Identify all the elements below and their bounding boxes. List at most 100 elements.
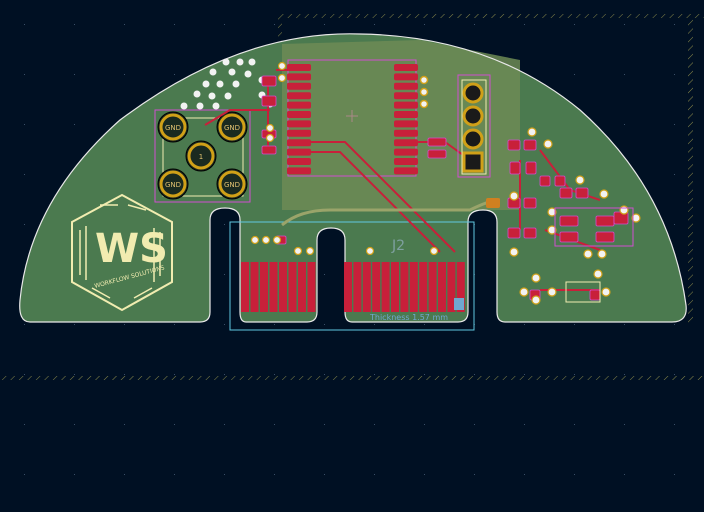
module-pad[interactable] xyxy=(287,158,311,165)
module-pads-left[interactable] xyxy=(287,64,311,175)
edge-finger[interactable] xyxy=(372,262,381,312)
via xyxy=(547,225,557,235)
edge-finger[interactable] xyxy=(260,262,268,312)
via xyxy=(543,139,553,149)
pad-module-silk xyxy=(162,117,244,197)
smd-pad[interactable] xyxy=(261,75,277,87)
smd-pad[interactable] xyxy=(589,289,601,301)
via xyxy=(196,102,204,110)
via xyxy=(519,287,529,297)
module-pad[interactable] xyxy=(287,73,311,81)
via xyxy=(531,273,541,283)
smd-components-right[interactable] xyxy=(486,127,641,305)
smd-pad[interactable] xyxy=(559,187,573,199)
edge-finger[interactable] xyxy=(456,262,465,312)
module-pad[interactable] xyxy=(394,120,418,128)
module-pad[interactable] xyxy=(394,129,418,137)
header-pin[interactable] xyxy=(462,128,484,150)
smd-pad[interactable] xyxy=(559,215,579,227)
gnd-pad[interactable]: GND xyxy=(216,111,248,143)
via xyxy=(277,61,287,71)
smd-pad[interactable] xyxy=(261,145,277,155)
edge-finger[interactable] xyxy=(391,262,399,312)
smd-pad[interactable] xyxy=(261,95,277,107)
module-pad[interactable] xyxy=(394,92,418,100)
module-pad[interactable] xyxy=(287,82,311,90)
smd-pad[interactable] xyxy=(427,149,447,159)
connector-j2-pads[interactable] xyxy=(241,262,465,312)
module-pad[interactable] xyxy=(394,101,418,109)
smd-pad[interactable] xyxy=(595,215,615,227)
module-pad[interactable] xyxy=(287,92,311,100)
via xyxy=(277,73,287,83)
gnd-pad[interactable]: GND xyxy=(157,111,189,143)
module-pad[interactable] xyxy=(394,111,418,118)
smd-pad[interactable] xyxy=(486,198,500,208)
smd-components-left[interactable] xyxy=(250,61,447,256)
edge-finger[interactable] xyxy=(288,262,297,312)
header-silk xyxy=(461,79,487,175)
edge-finger[interactable] xyxy=(409,262,418,312)
via xyxy=(202,80,210,88)
edge-finger[interactable] xyxy=(353,262,362,312)
module-pad[interactable] xyxy=(394,64,418,71)
smd-pad[interactable] xyxy=(575,187,589,199)
edge-finger[interactable] xyxy=(307,262,316,312)
smd-pad[interactable] xyxy=(507,227,521,239)
edge-finger[interactable] xyxy=(241,262,249,312)
smd-pad[interactable] xyxy=(539,175,551,187)
header-pin[interactable] xyxy=(462,82,484,104)
smd-pad[interactable] xyxy=(523,197,537,209)
module-pad[interactable] xyxy=(394,82,418,90)
thickness-label: Thickness 1.57 mm xyxy=(369,313,448,322)
gnd-pad[interactable]: 1 xyxy=(185,140,217,172)
edge-finger[interactable] xyxy=(428,262,437,312)
module-pad[interactable] xyxy=(394,73,418,81)
edge-finger[interactable] xyxy=(344,262,352,312)
via xyxy=(593,269,603,279)
module-pad[interactable] xyxy=(287,167,311,175)
module-pad[interactable] xyxy=(394,158,418,165)
smd-pad[interactable] xyxy=(523,139,537,151)
edge-finger[interactable] xyxy=(250,262,259,312)
via xyxy=(222,58,230,66)
edge-finger[interactable] xyxy=(419,262,428,312)
edge-finger[interactable] xyxy=(447,262,456,312)
smd-pad[interactable] xyxy=(509,161,521,175)
via xyxy=(305,246,315,256)
logo-text: WS xyxy=(95,226,168,272)
edge-finger[interactable] xyxy=(298,262,306,312)
module-pads-right[interactable] xyxy=(394,64,429,175)
module-pad[interactable] xyxy=(287,129,311,137)
header-j1[interactable] xyxy=(462,82,484,173)
via xyxy=(236,58,244,66)
smd-pad[interactable] xyxy=(554,175,566,187)
smd-pad[interactable] xyxy=(559,231,579,243)
via xyxy=(244,70,252,78)
smd-pad[interactable] xyxy=(595,231,615,243)
module-pad[interactable] xyxy=(394,167,418,175)
module-pad[interactable] xyxy=(287,64,311,71)
smd-pad[interactable] xyxy=(427,137,447,147)
header-pin[interactable] xyxy=(462,105,484,127)
pad-label: GND xyxy=(165,181,181,189)
header-pin[interactable] xyxy=(462,151,484,173)
gnd-pad[interactable]: GND xyxy=(157,168,189,200)
module-pad[interactable] xyxy=(394,148,418,156)
smd-pad[interactable] xyxy=(525,161,537,175)
module-pad[interactable] xyxy=(287,120,311,128)
module-pad[interactable] xyxy=(287,111,311,118)
edge-finger[interactable] xyxy=(362,262,371,312)
edge-finger[interactable] xyxy=(269,262,278,312)
edge-finger[interactable] xyxy=(279,262,287,312)
via xyxy=(547,207,557,217)
smd-pad[interactable] xyxy=(507,139,521,151)
smd-pad[interactable] xyxy=(523,227,537,239)
gnd-pad[interactable]: GND xyxy=(216,168,248,200)
edge-finger[interactable] xyxy=(438,262,446,312)
edge-finger[interactable] xyxy=(381,262,390,312)
edge-finger[interactable] xyxy=(400,262,409,312)
module-pad[interactable] xyxy=(287,101,311,109)
